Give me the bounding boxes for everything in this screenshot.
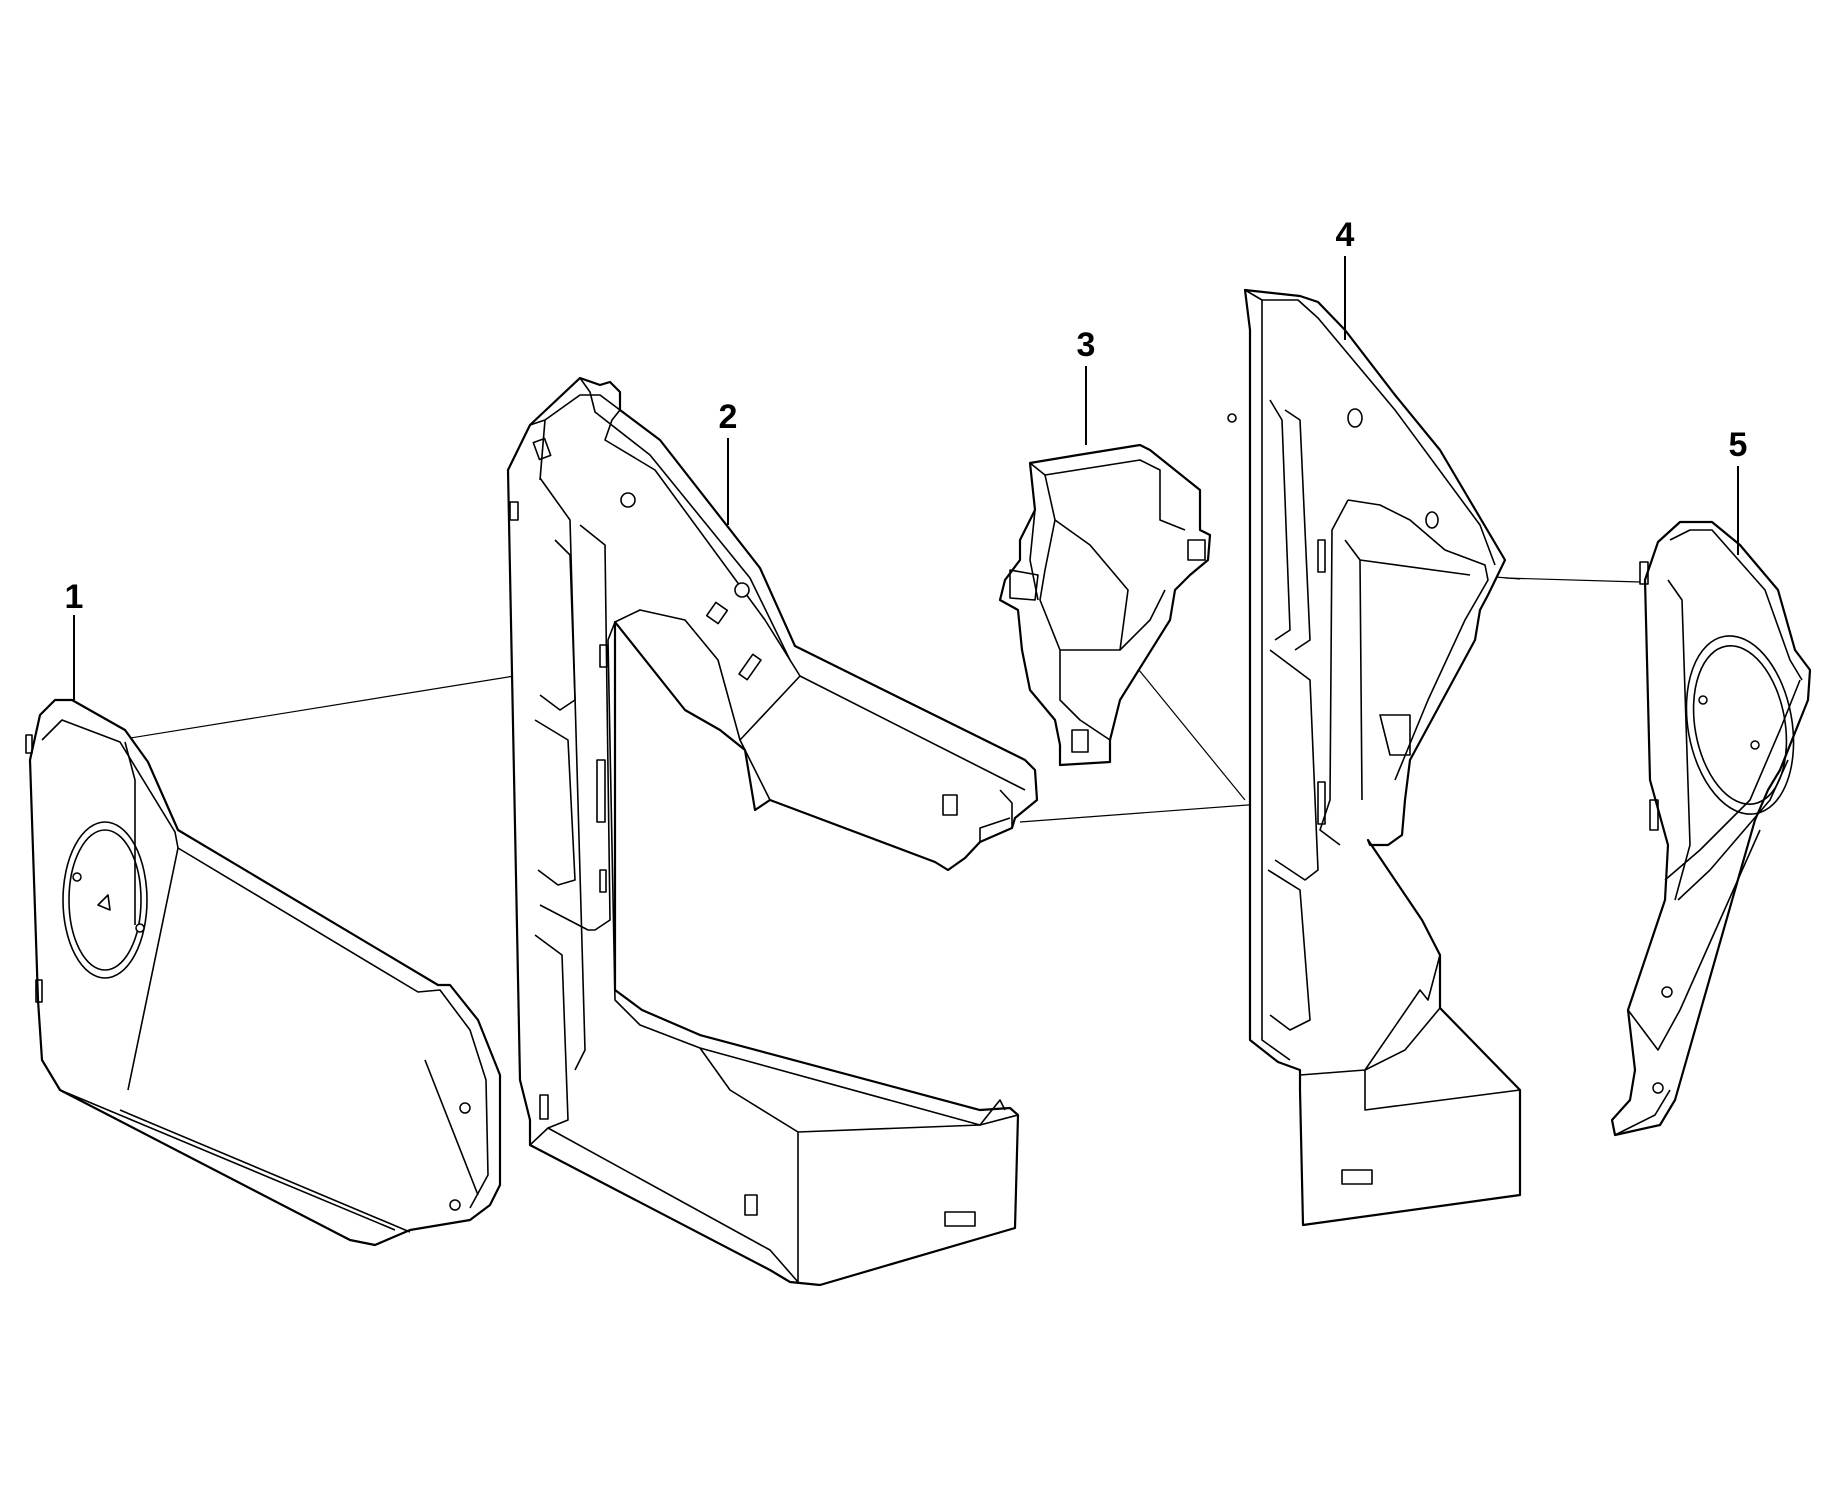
callout-4: 4: [1336, 216, 1355, 340]
callout-1: 1: [65, 578, 84, 700]
guide-line-4-to-5b: [1504, 577, 1641, 583]
part-4-rear-panel: [1227, 288, 1522, 1227]
callout-3: 3: [1077, 326, 1096, 445]
part-1-side-panel: [25, 698, 502, 1247]
callout-label-2: 2: [719, 398, 738, 436]
part-5-side-panel-right: [1610, 520, 1812, 1137]
callout-label-4: 4: [1336, 216, 1355, 254]
callout-2: 2: [719, 398, 738, 525]
callout-5: 5: [1729, 426, 1748, 555]
callout-label-5: 5: [1729, 426, 1748, 464]
part-2-frame-bracket: [506, 376, 1039, 1287]
callout-label-3: 3: [1077, 326, 1096, 364]
callout-label-1: 1: [65, 578, 84, 616]
part-3-duct-piece: [998, 443, 1212, 767]
